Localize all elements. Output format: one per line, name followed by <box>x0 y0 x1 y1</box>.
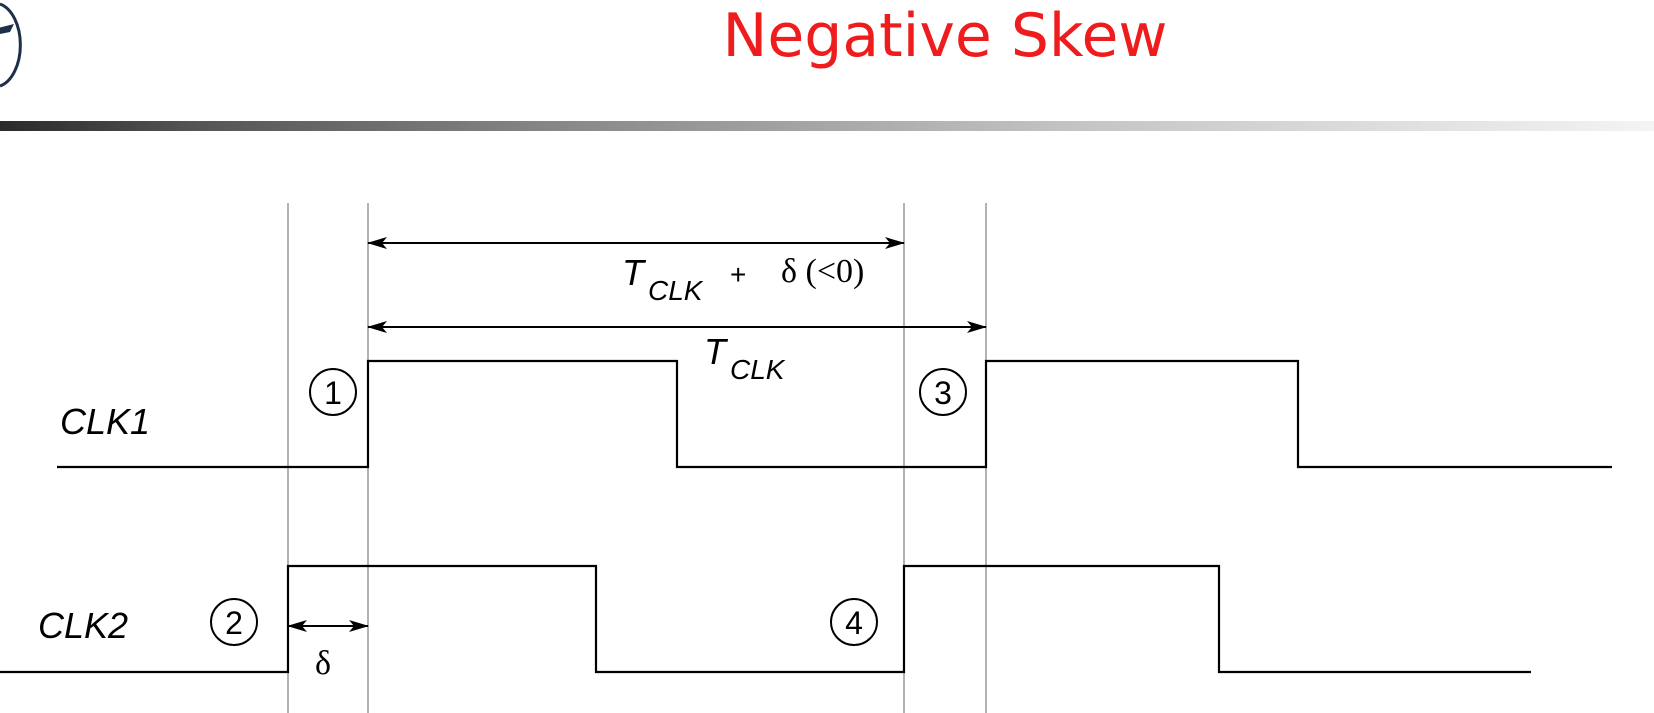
marker-1-number: 1 <box>324 375 342 411</box>
period-var: T <box>704 331 729 372</box>
skewed-period-label: T CLK + δ (<0) <box>622 252 864 306</box>
period-label: T CLK <box>704 331 786 385</box>
period-sub: CLK <box>730 354 786 385</box>
marker-2-number: 2 <box>225 605 243 641</box>
university-seal-icon <box>0 2 22 88</box>
clk2-waveform <box>0 564 1531 674</box>
marker-3: 3 <box>919 368 967 416</box>
clk1-waveform <box>57 359 1612 469</box>
slide-title: Negative Skew <box>722 1 1168 71</box>
marker-2: 2 <box>210 598 258 646</box>
marker-4-number: 4 <box>845 605 863 641</box>
marker-1: 1 <box>309 368 357 416</box>
marker-3-number: 3 <box>934 375 952 411</box>
skewed-period-sub: CLK <box>648 275 704 306</box>
marker-4: 4 <box>830 598 878 646</box>
skewed-period-delta: δ (<0) <box>781 253 864 290</box>
clk1-label: CLK1 <box>60 401 150 442</box>
skew-label: δ <box>315 645 331 682</box>
skewed-period-plus: + <box>730 259 746 290</box>
skewed-period-var: T <box>622 252 647 293</box>
clk2-label: CLK2 <box>38 605 128 646</box>
title-divider <box>0 121 1654 131</box>
